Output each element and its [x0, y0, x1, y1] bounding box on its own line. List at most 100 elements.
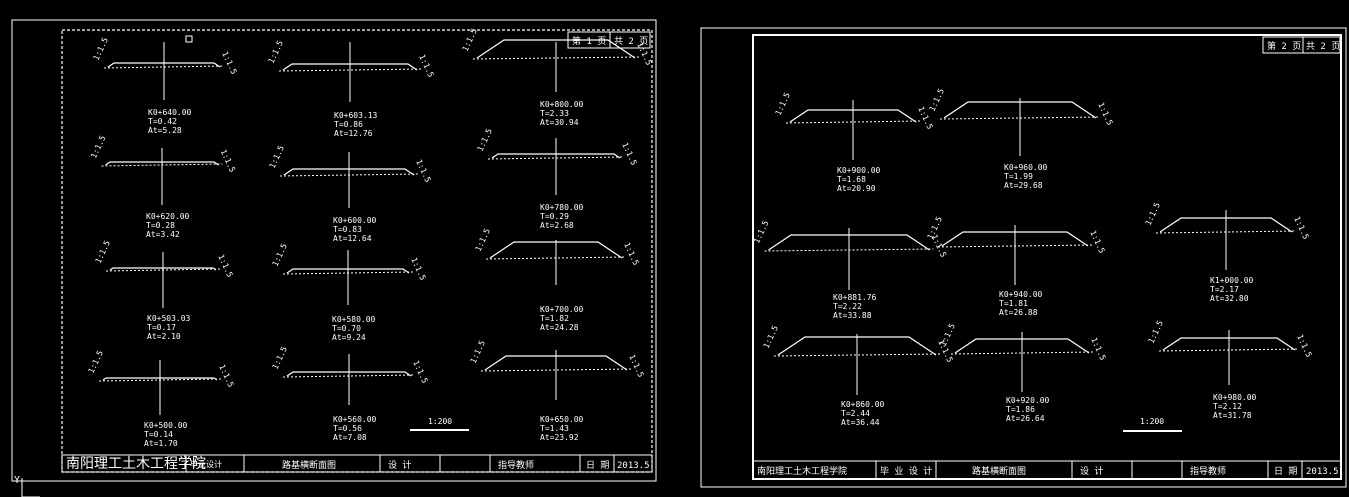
- sheet-1-school-name: 南阳理工土木工程学院: [66, 456, 206, 472]
- sheet-2-major: 毕 业 设 计: [880, 465, 932, 477]
- fill-height-label: T=1.82: [540, 314, 569, 323]
- grip-marker[interactable]: [185, 35, 193, 43]
- ground-line: [1155, 230, 1297, 234]
- area-label: At=12.76: [334, 129, 373, 138]
- sheet-2-scale-label: 1:200: [1140, 417, 1164, 426]
- slope-label-left: 1:1.5: [469, 339, 487, 365]
- area-label: At=7.08: [333, 433, 367, 442]
- sheet-2-page-total: 共 2 页: [1306, 41, 1340, 52]
- area-label: At=9.24: [332, 333, 366, 342]
- station-label: K0+860.00: [841, 400, 885, 409]
- station-label: K0+650.00: [540, 415, 584, 424]
- fill-height-label: T=0.17: [147, 323, 176, 332]
- slope-label-right: 1:1.5: [417, 53, 435, 79]
- station-label: K0+620.00: [146, 212, 190, 221]
- fill-height-label: T=1.43: [540, 424, 569, 433]
- slope-label-left: 1:1.5: [461, 27, 479, 53]
- sheet-1-scale-label: 1:200: [428, 417, 452, 426]
- sheet-2-date-label: 日 期: [1274, 466, 1297, 477]
- drawing-sheet-2[interactable]: 第 2 页 共 2 页 1:1.51:1.5K0+900.00T=1.68At=…: [700, 27, 1347, 488]
- ground-line: [480, 368, 632, 372]
- slope-label-right: 1:1.5: [219, 148, 237, 174]
- sheet-2-title-block: [752, 460, 1342, 480]
- slope-label-left: 1:1.5: [87, 349, 105, 375]
- fill-height-label: T=2.44: [841, 409, 870, 418]
- station-label: K0+500.00: [144, 421, 188, 430]
- slope-label-right: 1:1.5: [216, 253, 234, 279]
- sheet-1-title-block: [61, 454, 653, 473]
- slope-label-right: 1:1.5: [1295, 333, 1313, 359]
- sheet-1-drawing-title: 路基横断面图: [282, 459, 336, 471]
- station-label: K0+780.00: [540, 203, 584, 212]
- area-label: At=3.42: [146, 230, 180, 239]
- area-label: At=2.68: [540, 221, 574, 230]
- slope-label-right: 1:1.5: [627, 353, 645, 379]
- slope-label-right: 1:1.5: [622, 241, 640, 267]
- sheet-1-advisor-label: 指导教师: [498, 459, 534, 471]
- station-label: K0+640.00: [148, 108, 192, 117]
- sheet-2-school-name: 南阳理工土木工程学院: [757, 465, 847, 477]
- station-label: K1+000.00: [1210, 276, 1254, 285]
- station-label: K0+940.00: [999, 290, 1043, 299]
- sheet-1-design-label: 设 计: [388, 459, 411, 471]
- area-label: At=26.88: [999, 308, 1038, 317]
- sheet-2-page-box: [1262, 36, 1341, 54]
- slope-label-right: 1:1.5: [217, 363, 235, 389]
- slope-label-left: 1:1.5: [271, 345, 289, 371]
- sheet-2-drawing-title: 路基横断面图: [972, 465, 1026, 477]
- area-label: At=23.92: [540, 433, 579, 442]
- area-label: At=20.90: [837, 184, 876, 193]
- slope-label-right: 1:1.5: [220, 50, 238, 76]
- fill-height-label: T=1.86: [1006, 405, 1035, 414]
- fill-height-label: T=0.14: [144, 430, 173, 439]
- slope-label-left: 1:1.5: [939, 322, 957, 348]
- fill-height-label: T=0.56: [333, 424, 362, 433]
- fill-height-label: T=0.86: [334, 120, 363, 129]
- slope-label-left: 1:1.5: [89, 134, 107, 160]
- ground-line: [485, 256, 627, 260]
- slope-label-right: 1:1.5: [620, 141, 638, 167]
- slope-label-left: 1:1.5: [268, 144, 286, 170]
- sheet-1-page-number: 第 1 页: [572, 35, 606, 47]
- station-label: K0+881.76: [833, 293, 877, 302]
- slope-label-left: 1:1.5: [474, 227, 492, 253]
- slope-label-left: 1:1.5: [94, 239, 112, 265]
- area-label: At=32.80: [1210, 294, 1249, 303]
- sheet-2-advisor-label: 指导教师: [1190, 465, 1226, 477]
- slope-label-left: 1:1.5: [774, 91, 792, 117]
- roadbed-outline: [476, 39, 636, 59]
- fill-height-label: T=2.17: [1210, 285, 1239, 294]
- area-label: At=31.78: [1213, 411, 1252, 420]
- slope-label-right: 1:1.5: [411, 359, 429, 385]
- drawing-sheet-1[interactable]: 第 1 页 共 2 页 1:1.51:1.5K0+640.00T=0.42At=…: [11, 19, 657, 482]
- slope-label-left: 1:1.5: [926, 215, 944, 241]
- slope-label-right: 1:1.5: [1089, 336, 1107, 362]
- fill-height-label: T=0.29: [540, 212, 569, 221]
- fill-height-label: T=0.28: [146, 221, 175, 230]
- station-label: K0+603.13: [334, 111, 378, 120]
- slope-label-left: 1:1.5: [762, 324, 780, 350]
- slope-label-left: 1:1.5: [928, 87, 946, 113]
- fill-height-label: T=1.99: [1004, 172, 1033, 181]
- station-label: K0+560.00: [333, 415, 377, 424]
